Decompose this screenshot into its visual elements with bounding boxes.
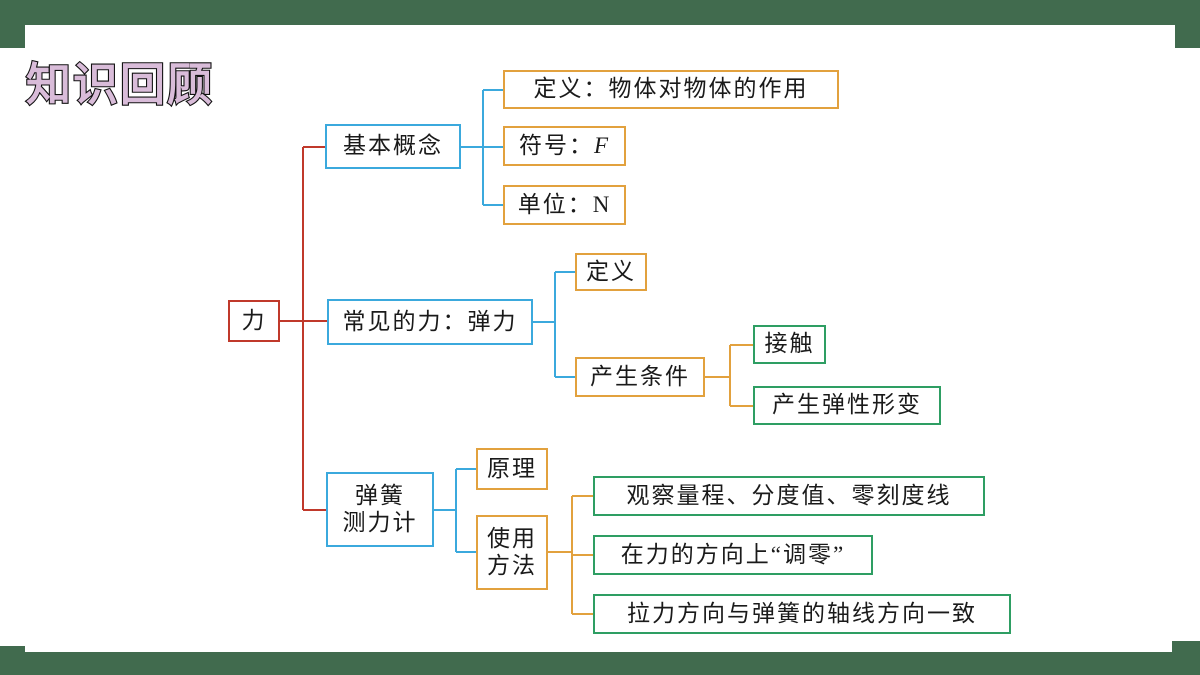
node-symbol-value: F [593,132,611,158]
node-symbol[interactable]: 符号：F [503,126,626,166]
node-principle[interactable]: 原理 [476,448,548,490]
node-definition-of-force[interactable]: 定义：物体对物体的作用 [503,70,839,109]
frame-top-right-corner [1175,25,1200,48]
node-axis-alignment[interactable]: 拉力方向与弹簧的轴线方向一致 [593,594,1011,634]
node-force-root[interactable]: 力 [228,300,280,342]
node-symbol-prefix: 符号： [518,132,594,158]
frame-bottom-left-corner [0,646,25,654]
node-generation-condition[interactable]: 产生条件 [575,357,705,397]
node-definition[interactable]: 定义 [575,253,647,291]
frame-top-bar [0,0,1200,25]
node-unit[interactable]: 单位：N [503,185,626,225]
node-zero-adjust[interactable]: 在力的方向上“调零” [593,535,873,575]
node-contact[interactable]: 接触 [753,325,826,364]
node-observe-range[interactable]: 观察量程、分度值、零刻度线 [593,476,985,516]
page-title: 知识回顾 [25,58,215,111]
frame-bottom-bar [0,652,1200,675]
node-spring-dynamometer[interactable]: 弹簧 测力计 [326,472,434,547]
node-common-force-elastic[interactable]: 常见的力：弹力 [327,299,533,345]
node-elastic-deformation[interactable]: 产生弹性形变 [753,386,941,425]
frame-top-left-corner [0,25,25,48]
node-usage-method[interactable]: 使用 方法 [476,515,548,590]
node-basic-concept[interactable]: 基本概念 [325,124,461,169]
frame-bottom-right-corner [1172,641,1200,655]
